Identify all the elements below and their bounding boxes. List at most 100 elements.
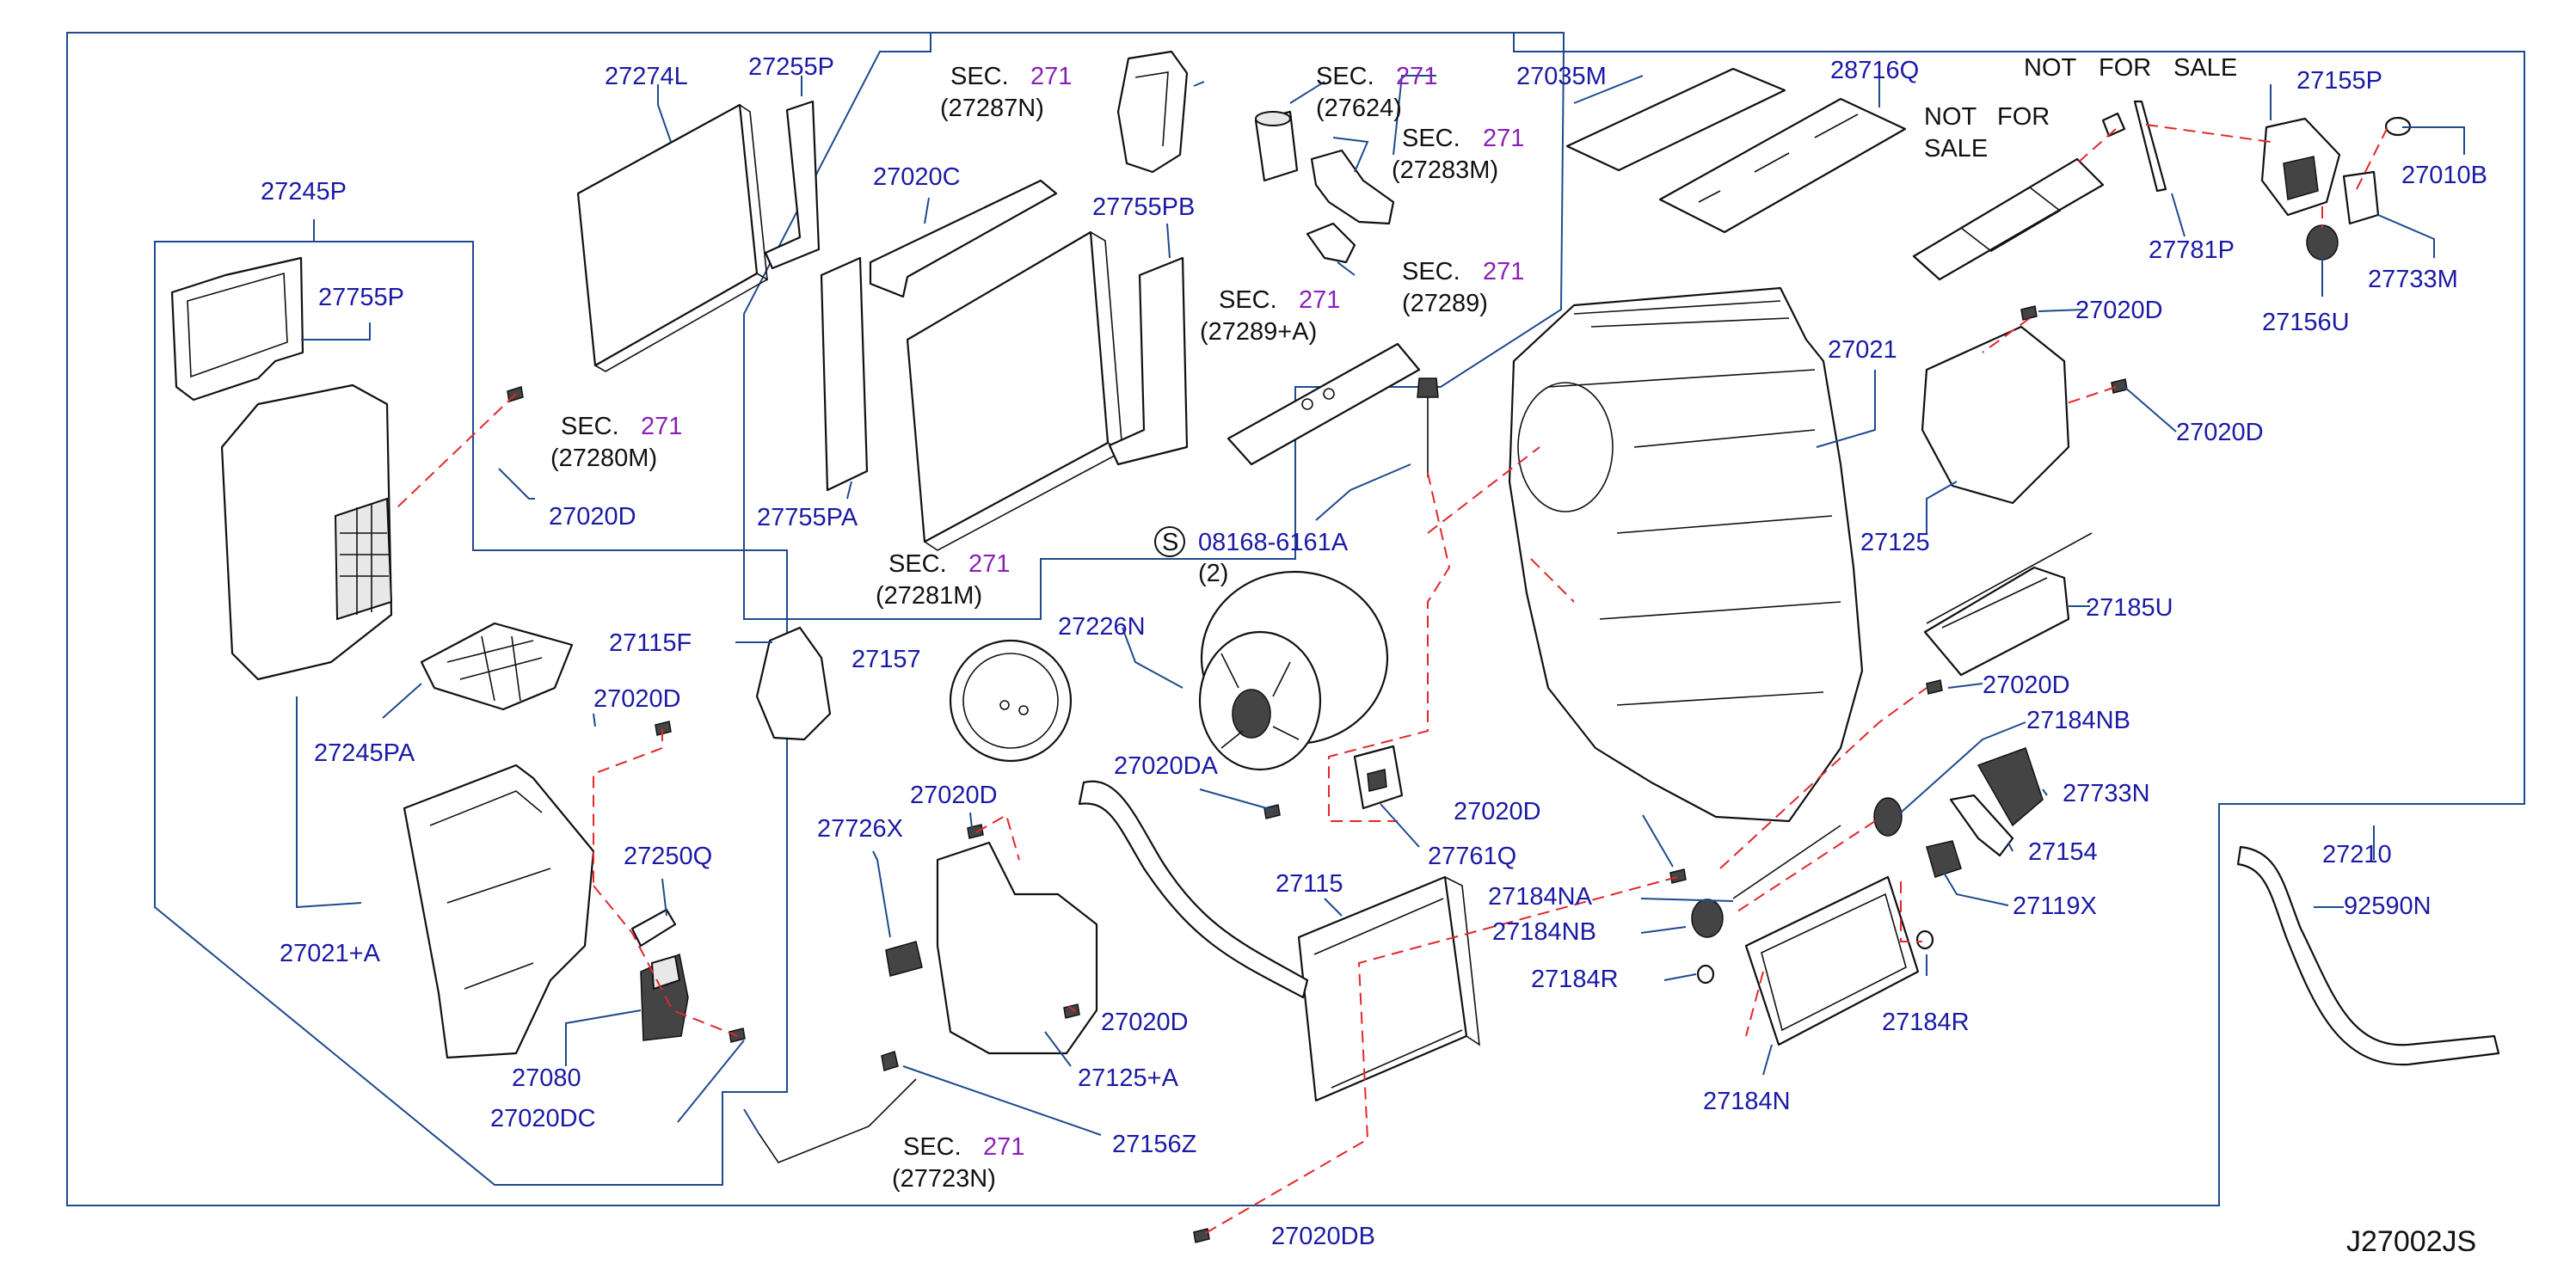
label-27020DA: 27020DA — [1114, 752, 1219, 780]
label-27021: 27021 — [1828, 336, 1897, 364]
note-for-a: FOR — [2099, 54, 2151, 82]
dashed-connectors — [397, 124, 2388, 1237]
sec-num-27280M: 271 — [641, 413, 682, 440]
label-27020D-c: 27020D — [1983, 672, 2070, 699]
label-27733M: 27733M — [2368, 266, 2458, 293]
sec-num-27624: 271 — [1396, 63, 1437, 90]
label-27274L: 27274L — [605, 63, 688, 90]
gear-27156U — [2306, 224, 2339, 261]
blower-subframe — [154, 241, 788, 1186]
label-27184R-b: 27184R — [1882, 1009, 1970, 1036]
sec-num-27289: 271 — [1483, 258, 1524, 285]
note-not-b: NOT — [1924, 103, 1977, 131]
case-27125A — [936, 841, 1098, 1055]
sec-num-27287N: 271 — [1030, 63, 1072, 90]
sec-num-27283M: 271 — [1483, 125, 1524, 152]
blower-housing-27245P — [220, 383, 393, 681]
sec-word-27289A: SEC. — [1219, 286, 1277, 314]
label-27115: 27115 — [1276, 870, 1343, 898]
label-27020DC: 27020DC — [490, 1105, 596, 1132]
sec-word-27280M: SEC. — [561, 413, 619, 440]
sec-word-27287N: SEC. — [950, 63, 1009, 90]
bolt-08168 — [1417, 377, 1439, 477]
sec-ref-27280M: (27280M) — [550, 445, 657, 472]
sec-num-27289A: 271 — [1299, 286, 1340, 314]
cover-27115F — [755, 626, 832, 741]
label-27245P: 27245P — [261, 178, 347, 206]
plate-27245PA — [420, 622, 574, 711]
lower-case-27021A — [403, 764, 595, 1059]
leader-lines — [296, 75, 2465, 1136]
label-08168: 08168-6161A — [1198, 529, 1349, 556]
diagram-code: J27002JS — [2346, 1225, 2476, 1258]
label-27726X: 27726X — [817, 815, 903, 843]
label-27020D-d: 27020D — [549, 503, 636, 531]
note-for-b: FOR — [1997, 103, 2050, 131]
label-27119X: 27119X — [2013, 893, 2097, 920]
shaft-27184NA — [1732, 825, 1841, 899]
label-27255P: 27255P — [748, 53, 834, 81]
lever-27154 — [1949, 794, 2014, 857]
label-27184R-a: 27184R — [1531, 966, 1619, 993]
evaporator-27281M — [906, 230, 1123, 551]
sensor-27726X — [885, 941, 923, 977]
seal-27755PA — [820, 256, 869, 492]
oring-27289 — [1306, 222, 1356, 264]
label-27020D-f: 27020D — [910, 782, 998, 809]
link-27250Q — [630, 908, 677, 948]
label-27125A: 27125+A — [1078, 1064, 1179, 1092]
label-27125: 27125 — [1860, 529, 1930, 556]
pipe-27287N — [1116, 50, 1189, 174]
resistor-27761Q — [1353, 745, 1404, 810]
label-27781P: 27781P — [2149, 236, 2235, 264]
label-27080: 27080 — [512, 1064, 581, 1092]
gear-27184NB — [1873, 797, 1903, 837]
label-27020D-a: 27020D — [2075, 297, 2163, 324]
actuator-27080 — [640, 953, 689, 1041]
label-27250Q: 27250Q — [624, 843, 712, 870]
sec-word-27281M: SEC. — [888, 550, 947, 578]
label-27115F: 27115F — [609, 629, 692, 657]
label-27155P: 27155P — [2296, 67, 2382, 95]
label-27021A: 27021+A — [280, 940, 381, 967]
standard-part-s: S — [1162, 529, 1178, 556]
note-not-a: NOT — [2024, 54, 2077, 82]
door-27184N — [1744, 875, 1920, 1046]
label-27020D-h: 27020D — [1101, 1009, 1189, 1036]
filter-27035M — [1565, 67, 1786, 172]
label-27755PA: 27755PA — [757, 504, 858, 531]
label-27010B: 27010B — [2401, 162, 2487, 189]
sec-ref-27287N: (27287N) — [940, 95, 1044, 122]
sec-word-27723N: SEC. — [903, 1133, 962, 1161]
label-27157: 27157 — [851, 646, 921, 673]
label-27156Z: 27156Z — [1112, 1131, 1196, 1158]
label-27733N: 27733N — [2063, 780, 2150, 807]
label-27035M: 27035M — [1516, 63, 1607, 90]
motor-27226N — [1198, 570, 1389, 771]
label-92590N: 92590N — [2344, 893, 2432, 920]
sec-ref-27283M: (27283M) — [1392, 156, 1498, 184]
sec-ref-27723N: (27723N) — [892, 1165, 996, 1193]
label-27020D-e: 27020D — [593, 685, 681, 713]
wire-27156Z — [758, 1051, 917, 1163]
label-28716Q: 28716Q — [1830, 57, 1919, 84]
main-frame — [66, 32, 2525, 1206]
label-27020D-b: 27020D — [2176, 419, 2264, 446]
bracket-not-for-sale — [1912, 157, 2105, 281]
label-27210: 27210 — [2322, 841, 2392, 868]
actuator-27155P — [2260, 117, 2341, 217]
section-refs: SEC. 271 (27287N) SEC. 271 (27624) SEC. … — [550, 63, 1524, 1193]
intake-27245P — [170, 256, 304, 402]
hose-92590N — [2236, 845, 2500, 1066]
seal-27755PB — [1108, 256, 1189, 466]
label-27755PB: 27755PB — [1092, 193, 1195, 221]
label-27156U: 27156U — [2262, 309, 2350, 336]
pipe-27020DA — [1078, 780, 1309, 999]
grille-27185U — [1923, 532, 2093, 677]
label-27020C: 27020C — [873, 163, 961, 191]
pin-27184R — [1696, 929, 1934, 985]
seal-27020C — [869, 179, 1058, 298]
standard-part-symbol — [1154, 526, 1185, 557]
note-sale-a: SALE — [2173, 54, 2237, 82]
label-27226N: 27226N — [1058, 613, 1146, 641]
